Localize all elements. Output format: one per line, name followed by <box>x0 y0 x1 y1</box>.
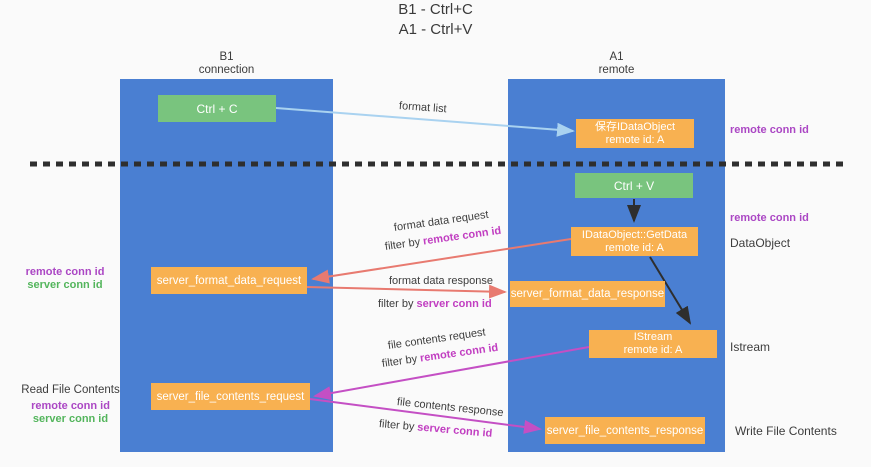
istream-node: IStream remote id: A <box>589 330 717 358</box>
lane-a1-name: A1 <box>609 51 624 63</box>
file-contents-response-arrow <box>309 398 542 434</box>
lane-a1-role: remote <box>598 64 635 76</box>
format-list-arrow <box>275 107 575 137</box>
left-remote-conn-id-2: remote conn id <box>31 400 110 412</box>
left-server-conn-id-2: server conn id <box>32 413 109 425</box>
istream-line2: remote id: A <box>623 344 683 356</box>
dataobject-annotation: DataObject <box>730 236 791 250</box>
server-format-data-request-node: server_format_data_request <box>151 267 307 294</box>
ctrl-v-node: Ctrl + V <box>575 173 693 198</box>
getdata-node: IDataObject::GetData remote id: A <box>571 227 698 256</box>
filter-key-server-1: server conn id <box>416 298 492 310</box>
write-file-contents-annotation: Write File Contents <box>735 424 837 438</box>
server-file-contents-response-label: server_file_contents_response <box>546 424 704 437</box>
server-file-contents-request-label: server_file_contents_request <box>156 390 305 403</box>
getdata-line2: remote id: A <box>605 241 664 254</box>
read-file-contents-annotation: Read File Contents <box>21 384 120 396</box>
getdata-line1: IDataObject::GetData <box>581 228 688 241</box>
ctrl-c-label: Ctrl + C <box>196 101 238 116</box>
istream-annotation: Istream <box>730 340 771 354</box>
ctrl-c-node: Ctrl + C <box>158 95 276 122</box>
getdata-to-istream-arrow <box>649 256 692 325</box>
istream-line1: IStream <box>633 331 673 343</box>
lane-header-a1: A1 remote <box>508 51 725 77</box>
file-contents-request-arrow <box>313 346 590 401</box>
format-data-response-label: format data response <box>389 275 493 287</box>
saved-dataobject-line1: 保存IDataObject <box>594 120 676 133</box>
left-remote-conn-id-1: remote conn id <box>25 266 105 278</box>
filter-by-prefix-2: filter by <box>378 298 414 310</box>
saved-dataobject-line2: remote id: A <box>605 133 665 146</box>
title-line-1: B1 - Ctrl+C <box>398 1 473 18</box>
server-format-data-request-label: server_format_data_request <box>156 274 302 287</box>
saved-dataobject-node: 保存IDataObject remote id: A <box>576 119 694 148</box>
remote-conn-id-annotation-mid: remote conn id <box>730 212 809 224</box>
server-format-data-response-node: server_format_data_response <box>510 281 665 307</box>
format-data-response-arrow <box>306 284 507 299</box>
ctrl-v-label: Ctrl + V <box>613 178 655 193</box>
server-format-data-response-label: server_format_data_response <box>510 288 665 300</box>
left-conn-id-group-1: remote conn id server conn id <box>15 266 115 292</box>
remote-conn-id-annotation-top: remote conn id <box>730 124 809 136</box>
lane-b1-role: connection <box>198 64 255 76</box>
server-file-contents-request-node: server_file_contents_request <box>151 383 310 410</box>
read-file-contents-group: Read File Contents remote conn id server… <box>18 383 123 426</box>
diagram-title: B1 - Ctrl+C A1 - Ctrl+V <box>0 0 871 40</box>
lane-b1-name: B1 <box>219 51 234 63</box>
server-file-contents-response-node: server_file_contents_response <box>545 417 705 444</box>
format-data-request-arrow <box>311 238 572 284</box>
left-server-conn-id-1: server conn id <box>27 279 103 291</box>
title-line-2: A1 - Ctrl+V <box>398 21 473 38</box>
lane-header-b1: B1 connection <box>120 51 333 77</box>
